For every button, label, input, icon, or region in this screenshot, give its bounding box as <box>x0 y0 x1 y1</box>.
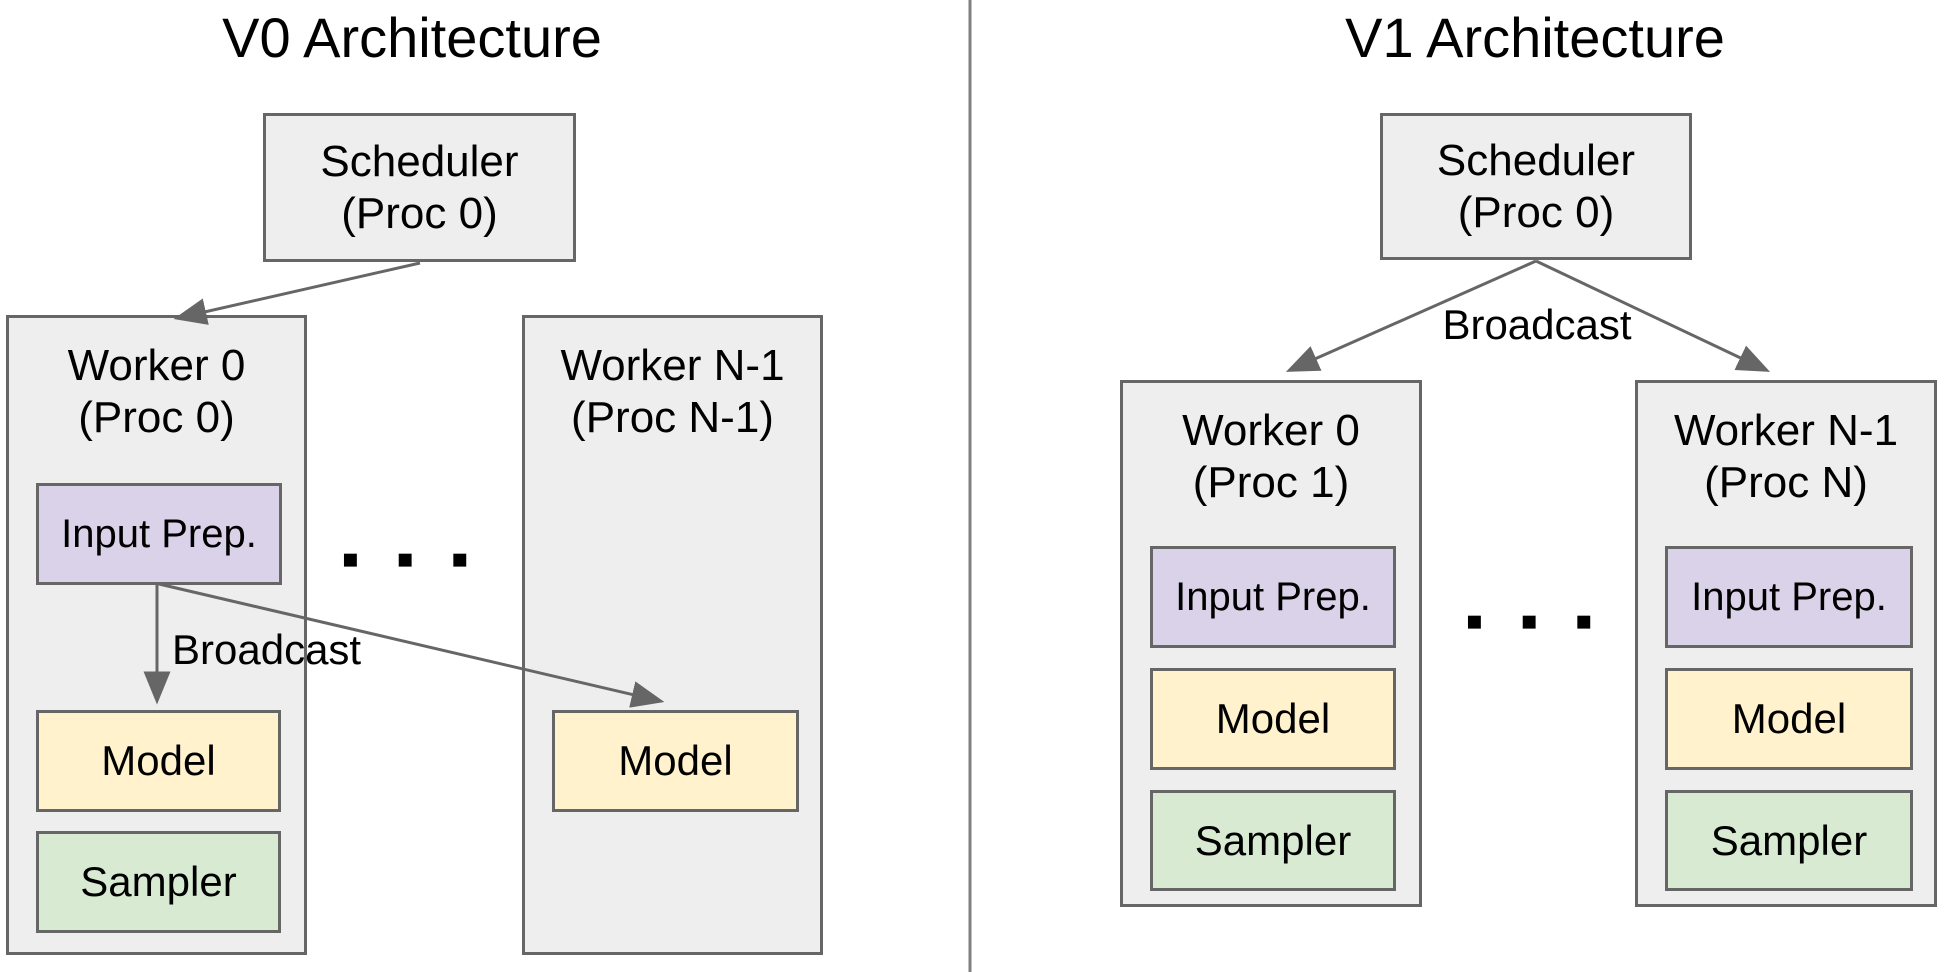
v1-worker0-box: Worker 0 (Proc 1) Input Prep. Model Samp… <box>1120 380 1422 907</box>
v0-worker0-label: Worker 0 (Proc 0) <box>67 341 246 442</box>
v0-workerN1-box: Worker N-1 (Proc N-1) Model <box>522 315 823 955</box>
v1-workerN1-box: Worker N-1 (Proc N) Input Prep. Model Sa… <box>1635 380 1937 907</box>
v0-title: V0 Architecture <box>222 6 602 69</box>
v1-worker0-label: Worker 0 (Proc 1) <box>1182 406 1360 507</box>
v0-arrow-scheduler-to-worker0 <box>173 261 421 325</box>
v0-worker0-input-prep-box: Input Prep. <box>36 483 282 585</box>
v1-workerN1-input-prep-box: Input Prep. <box>1665 546 1913 648</box>
v1-ellipsis-dots: ▪ ▪ ▪ <box>1465 606 1607 636</box>
v0-scheduler-label: Scheduler (Proc 0) <box>320 136 519 238</box>
v1-scheduler-label: Scheduler (Proc 0) <box>1436 135 1636 237</box>
v0-workerN1-model-box: Model <box>552 710 799 812</box>
v0-ellipsis-dots: ▪ ▪ ▪ <box>341 544 483 574</box>
v0-broadcast-label: Broadcast <box>172 626 362 673</box>
v0-worker0-model-box: Model <box>36 710 281 812</box>
v1-workerN1-label: Worker N-1 (Proc N) <box>1673 406 1899 507</box>
v1-workerN1-model-box: Model <box>1665 668 1913 770</box>
v0-worker0-sampler-box: Sampler <box>36 831 281 933</box>
v1-worker0-input-prep-box: Input Prep. <box>1150 546 1396 648</box>
v0-scheduler-box: Scheduler (Proc 0) <box>263 113 576 262</box>
v0-workerN1-label: Worker N-1 (Proc N-1) <box>560 341 785 442</box>
v1-worker0-sampler-box: Sampler <box>1150 790 1396 891</box>
v1-title: V1 Architecture <box>1345 6 1725 69</box>
v1-broadcast-label: Broadcast <box>1442 301 1632 348</box>
v1-workerN1-sampler-box: Sampler <box>1665 790 1913 891</box>
v1-worker0-model-box: Model <box>1150 668 1396 770</box>
v1-scheduler-box: Scheduler (Proc 0) <box>1380 113 1692 260</box>
